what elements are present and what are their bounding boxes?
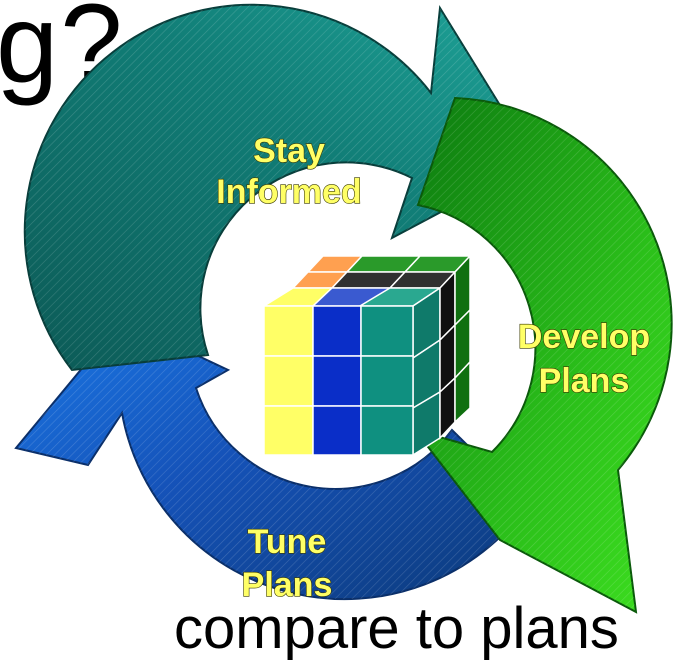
label-informed: Informed [216, 173, 361, 211]
cube-side-face [412, 254, 471, 457]
arrow-stay-informed [23, 3, 537, 372]
bottom-text-fragment: compare to plans [174, 596, 619, 661]
cube-icon [261, 254, 472, 457]
arrow-develop-plans [412, 96, 673, 614]
label-develop-plans: Plans [539, 362, 630, 400]
label-stay: Stay [253, 132, 325, 170]
label-tune-plans: Plans [242, 566, 333, 604]
label-tune: Tune [248, 523, 327, 561]
cube-front-face [263, 305, 414, 456]
label-develop: Develop [518, 318, 650, 356]
arrow-tune-plans [14, 318, 530, 601]
cube-top-face [261, 255, 472, 307]
